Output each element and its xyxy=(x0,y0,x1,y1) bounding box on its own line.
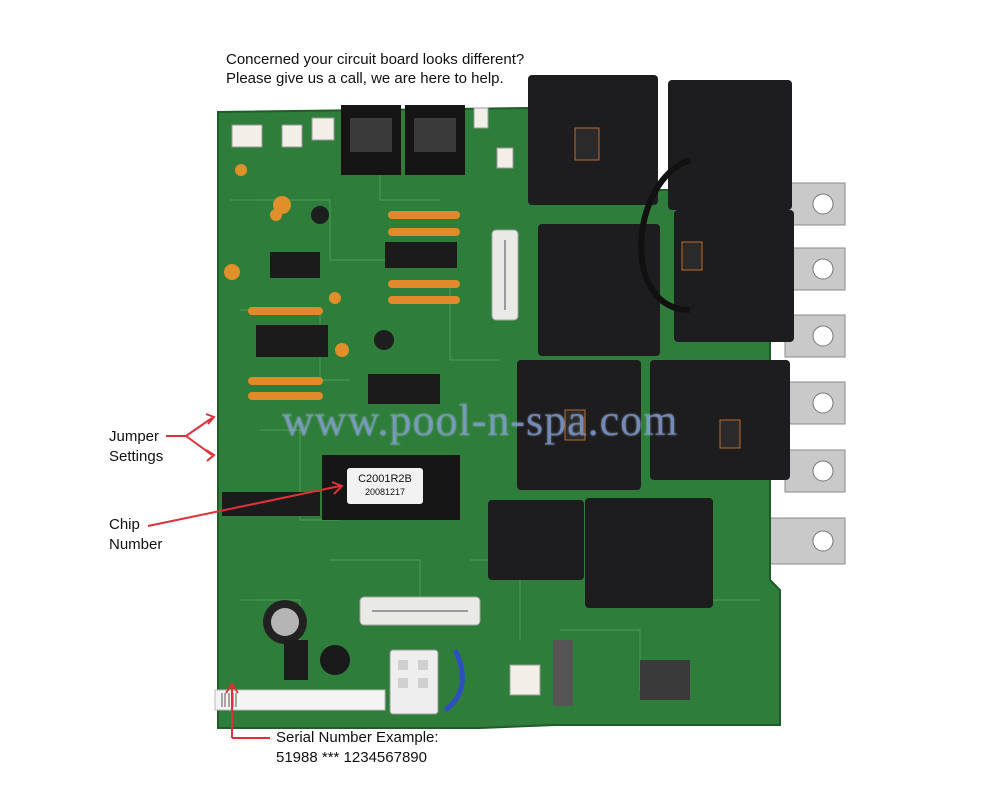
annotation-arrows xyxy=(147,413,344,739)
chip-label-1: Chip xyxy=(109,516,140,533)
serial-sticker xyxy=(214,689,386,711)
fuses xyxy=(359,229,519,626)
serial-label-2: 51988 *** 1234567890 xyxy=(276,749,427,766)
watermark: www.pool-n-spa.com xyxy=(282,396,679,445)
small-components xyxy=(222,164,460,516)
chip-label-sticker: C2001R2B 20081217 xyxy=(347,468,423,504)
header-line-1: Concerned your circuit board looks diffe… xyxy=(226,51,525,68)
chip-model: C2001R2B xyxy=(358,473,412,485)
jumper-label-2: Settings xyxy=(109,448,164,465)
top-connectors xyxy=(231,105,514,175)
chip-label-2: Number xyxy=(109,536,163,553)
terminal-tabs xyxy=(769,182,846,565)
bottom-connectors xyxy=(389,640,690,715)
relays xyxy=(488,75,794,608)
capacitor xyxy=(263,600,350,680)
jumper-label-1: Jumper xyxy=(109,428,160,445)
header-line-2: Please give us a call, we are here to he… xyxy=(226,70,504,87)
serial-label-1: Serial Number Example: xyxy=(276,729,439,746)
chip-date: 20081217 xyxy=(364,487,406,497)
